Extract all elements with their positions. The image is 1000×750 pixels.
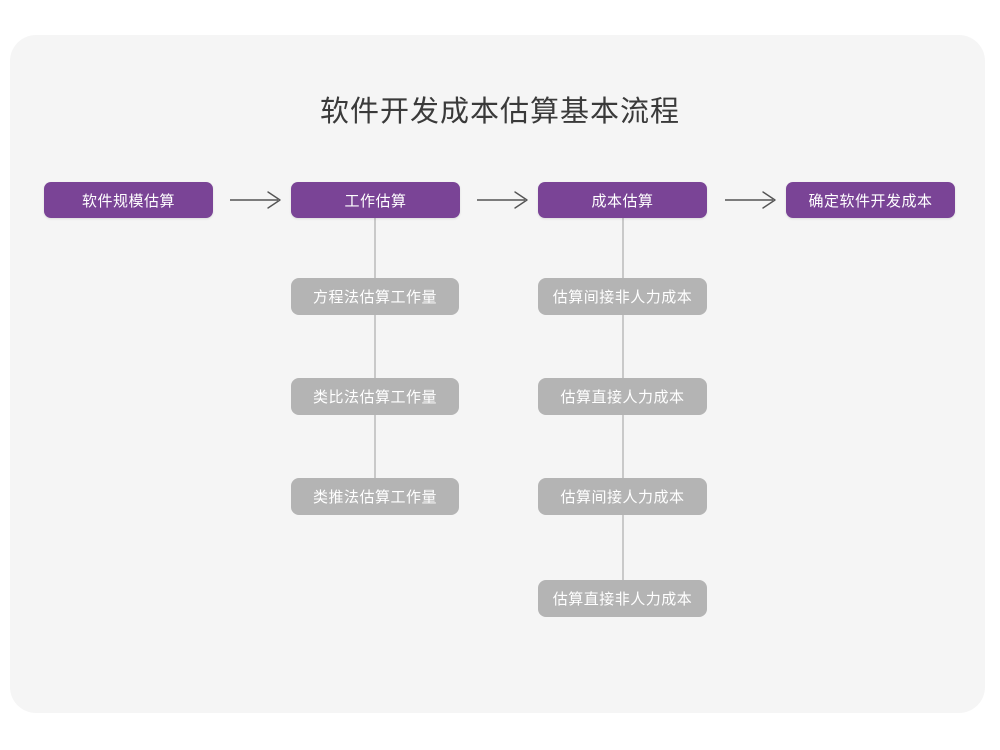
flow-node-label: 成本估算 [591, 192, 654, 210]
branch-node-label: 方程法估算工作量 [312, 289, 437, 306]
branch-node-effort-3[interactable]: 类推法估算工作量 [291, 478, 459, 515]
flow-node-label: 确定软件开发成本 [808, 192, 933, 210]
branch-node-effort-1[interactable]: 方程法估算工作量 [291, 278, 459, 315]
diagram-card [10, 35, 985, 713]
branch-node-cost-3[interactable]: 估算间接人力成本 [538, 478, 707, 515]
branch-node-effort-2[interactable]: 类比法估算工作量 [291, 378, 459, 415]
arrow-right-icon-1 [228, 189, 286, 211]
page-title: 软件开发成本估算基本流程 [319, 96, 680, 128]
arrow-right-icon-2 [475, 189, 533, 211]
flow-node-step-2[interactable]: 工作估算 [291, 182, 460, 218]
connector-line-column-2 [374, 217, 376, 499]
branch-node-label: 估算直接人力成本 [560, 389, 685, 406]
flow-node-step-1[interactable]: 软件规模估算 [44, 182, 213, 218]
branch-node-label: 类推法估算工作量 [312, 489, 437, 506]
branch-node-label: 估算间接非人力成本 [552, 289, 693, 306]
branch-node-cost-2[interactable]: 估算直接人力成本 [538, 378, 707, 415]
flow-node-step-4[interactable]: 确定软件开发成本 [786, 182, 955, 218]
flow-node-step-3[interactable]: 成本估算 [538, 182, 707, 218]
branch-node-label: 类比法估算工作量 [312, 389, 437, 406]
flow-node-label: 工作估算 [344, 192, 407, 210]
arrow-right-icon-3 [723, 189, 781, 211]
branch-node-label: 估算直接非人力成本 [552, 591, 693, 608]
flow-node-label: 软件规模估算 [81, 192, 175, 210]
branch-node-cost-4[interactable]: 估算直接非人力成本 [538, 580, 707, 617]
branch-node-cost-1[interactable]: 估算间接非人力成本 [538, 278, 707, 315]
branch-node-label: 估算间接人力成本 [560, 489, 685, 506]
